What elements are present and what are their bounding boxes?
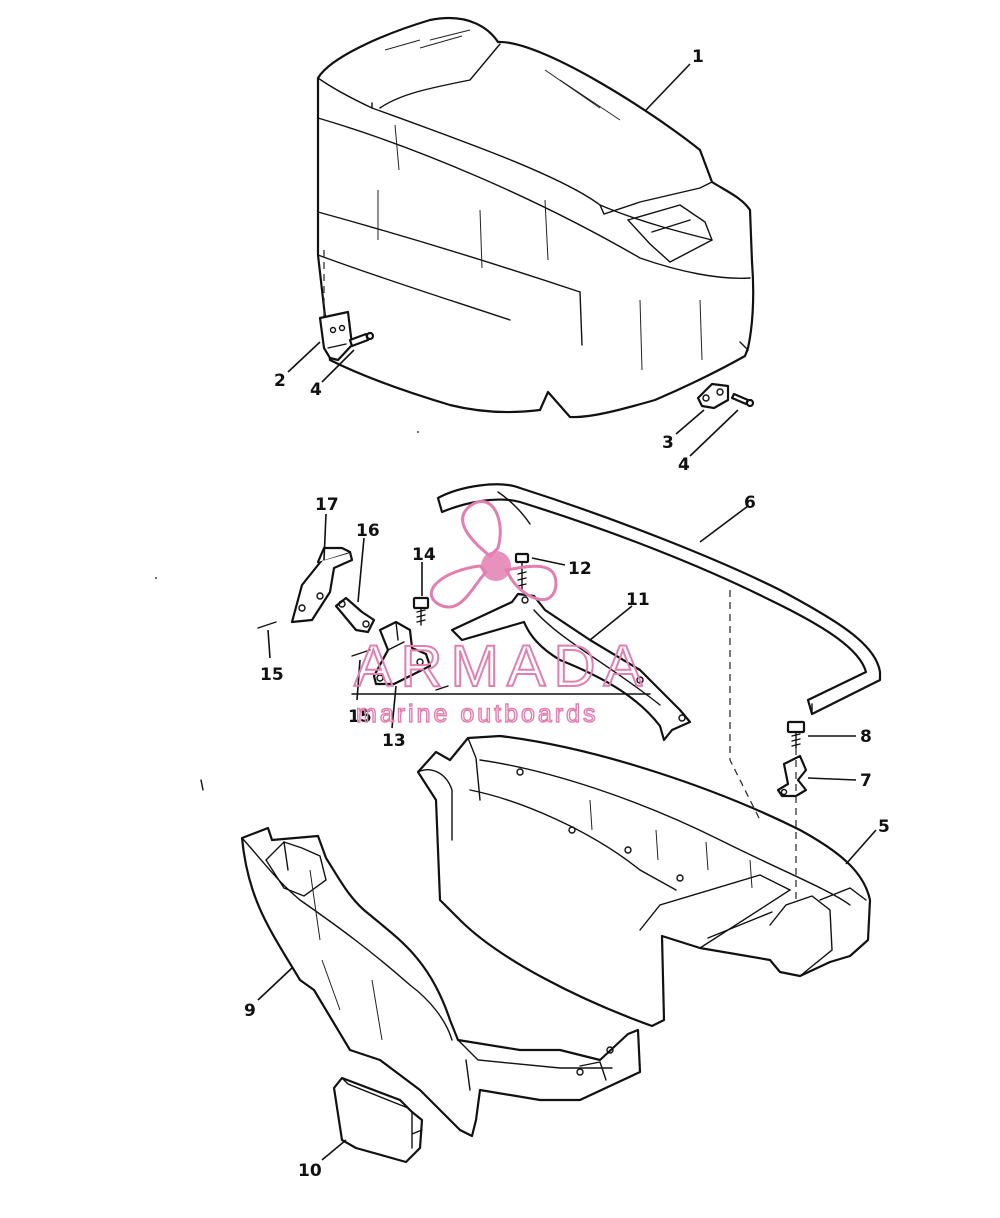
callout-16: 16: [356, 521, 380, 541]
callout-4-left: 4: [310, 380, 322, 400]
callout-5: 5: [878, 817, 890, 837]
hook-17: [290, 546, 354, 624]
top-cowl: [316, 16, 755, 419]
lower-cowl-5: [416, 590, 872, 1028]
link-16: [334, 596, 376, 634]
callouts: 1 2 4 3 4 17 16 14 12 6 11 15 15 13 8 7 …: [244, 47, 890, 1181]
propeller-logo-icon: [429, 500, 558, 609]
callout-3: 3: [662, 433, 674, 453]
seal-6: [436, 483, 882, 716]
bracket-11: [450, 592, 692, 742]
screw-4-left: [348, 331, 375, 348]
scan-specks: [155, 431, 449, 791]
callout-17: 17: [315, 495, 339, 515]
callout-7: 7: [860, 771, 872, 791]
lower-cowl-9: [240, 826, 642, 1138]
pin-15-upper: [257, 621, 277, 629]
callout-13: 13: [382, 731, 406, 751]
callout-6: 6: [744, 493, 756, 513]
screw-14: [412, 596, 430, 626]
watermark-subtitle: marine outboards: [356, 700, 599, 728]
callout-1: 1: [692, 47, 704, 67]
callout-15-lower: 15: [348, 707, 372, 727]
callout-9: 9: [244, 1001, 256, 1021]
armada-watermark: ARMADA marine outboards: [351, 500, 651, 729]
latch-13: [372, 620, 432, 686]
screw-4-right: [730, 392, 755, 408]
callout-2: 2: [274, 371, 286, 391]
cover-10: [332, 1076, 424, 1164]
callout-14: 14: [412, 545, 436, 565]
latch-bracket-2: [318, 310, 354, 362]
latch-3: [696, 382, 730, 410]
pin-15-lower: [351, 649, 371, 657]
callout-12: 12: [568, 559, 592, 579]
screw-12: [514, 552, 530, 591]
callout-11: 11: [626, 590, 650, 610]
bracket-7: [776, 754, 808, 798]
callout-4-right: 4: [678, 455, 690, 475]
watermark-title: ARMADA: [354, 634, 650, 699]
screw-8: [786, 720, 806, 749]
callout-10: 10: [298, 1161, 322, 1181]
callout-8: 8: [860, 727, 872, 747]
callout-15-upper: 15: [260, 665, 284, 685]
